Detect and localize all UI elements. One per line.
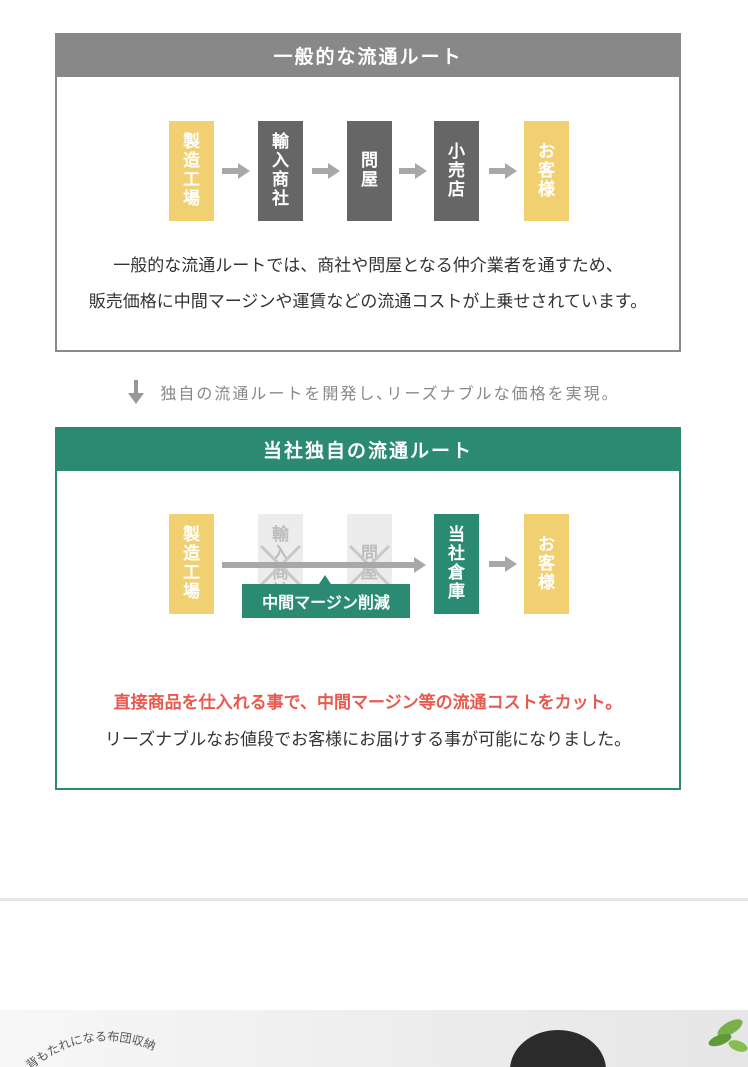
bypass-arrow-head-icon [414,557,426,573]
arrow-down-icon [128,380,145,404]
arrow-right-icon [489,556,517,572]
badge-pointer [319,575,331,584]
own-highlight-text: 直接商品を仕入れる事で、中間マージン等の流通コストをカット。 [113,693,623,713]
step-retailer: 小売店 [434,121,479,221]
arrow-right-icon [312,163,340,179]
own-desc-text: リーズナブルなお値段でお客様にお届けする事が可能になりました。 [104,730,632,750]
step-own-warehouse: 当社倉庫 [434,514,479,614]
general-desc-line1: 一般的な流通ルートでは、商社や問屋となる仲介業者を通すため、 [113,256,623,276]
plant-icon [708,1019,748,1052]
transition-text: 独自の流通ルートを開発し､リーズナブルな価格を実現。 [160,384,620,403]
arrow-right-icon [399,163,427,179]
step-factory: 製造工場 [169,121,214,221]
transition-row: 独自の流通ルートを開発し､リーズナブルな価格を実現。 [0,377,748,407]
curved-caption: 背もたれになる布団収納 [23,1029,157,1067]
arrow-right-icon [222,163,250,179]
section-divider [0,898,748,901]
general-route-header: 一般的な流通ルート [55,33,681,77]
arrow-right-icon [489,163,517,179]
own-route-panel: 当社独自の流通ルート 製造工場 輸入商社 問屋 当社倉庫 お客様 中間マージン削… [55,427,681,790]
skip-overlay [222,544,426,587]
product-photo: 背もたれになる布団収納 [0,1010,748,1067]
bypass-arrow-shaft [222,562,416,568]
general-route-panel: 一般的な流通ルート 製造工場 輸入商社 問屋 小売店 お客様 一般的な流通ルート… [55,33,681,352]
own-route-header: 当社独自の流通ルート [55,427,681,471]
person-hair [510,1030,606,1067]
step-customer: お客様 [524,121,569,221]
margin-reduction-badge: 中間マージン削減 [242,584,410,618]
step-wholesaler: 問屋 [347,121,392,221]
general-desc-line2: 販売価格に中間マージンや運賃などの流通コストが上乗せされています。 [88,292,648,312]
svg-text:背もたれになる布団収納: 背もたれになる布団収納 [23,1029,157,1067]
step-factory: 製造工場 [169,514,214,614]
step-trading-company: 輸入商社 [258,121,303,221]
step-customer: お客様 [524,514,569,614]
